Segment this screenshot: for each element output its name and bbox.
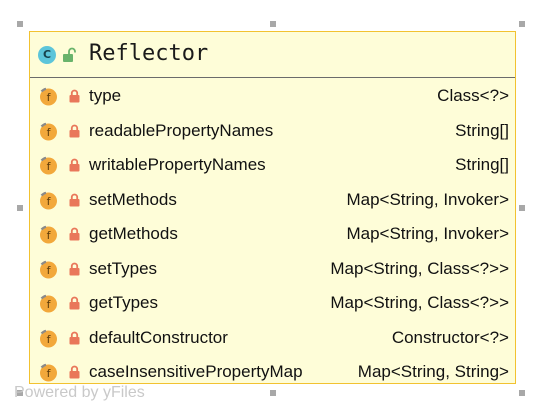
svg-text:f: f: [47, 126, 52, 139]
field-icon: f: [40, 363, 57, 382]
field-icon: f: [40, 122, 57, 141]
field-row[interactable]: f caseInsensitivePropertyMap Map<String, S…: [30, 355, 515, 389]
field-type: Map<String, String>: [357, 362, 509, 381]
resize-handle-top-left[interactable]: [17, 21, 23, 27]
class-icon: C: [38, 46, 56, 64]
svg-text:f: f: [47, 333, 52, 346]
svg-text:f: f: [47, 91, 52, 104]
svg-text:f: f: [47, 195, 52, 208]
field-type: Map<String, Invoker>: [346, 190, 509, 209]
svg-text:f: f: [47, 264, 52, 277]
field-icon: f: [40, 87, 57, 106]
field-name: setTypes: [89, 259, 158, 278]
field-name: defaultConstructor: [89, 328, 228, 347]
field-icon: f: [40, 260, 57, 279]
field-type: Constructor<?>: [391, 328, 509, 347]
field-row[interactable]: f defaultConstructor Constructor<?>: [30, 321, 515, 355]
field-name: readablePropertyNames: [89, 121, 274, 140]
lock-icon: [69, 262, 80, 276]
field-name: caseInsensitivePropertyMap: [89, 362, 303, 381]
field-type: Map<String, Invoker>: [346, 224, 509, 243]
header-divider: [30, 77, 515, 78]
lock-icon: [69, 365, 80, 379]
field-type: Map<String, Class<?>>: [330, 259, 509, 278]
field-row[interactable]: f type Class<?>: [30, 79, 515, 113]
svg-text:f: f: [47, 160, 52, 173]
field-name: writablePropertyNames: [89, 155, 266, 174]
field-icon: f: [40, 329, 57, 348]
resize-handle-top-right[interactable]: [519, 21, 525, 27]
field-icon: f: [40, 294, 57, 313]
field-row[interactable]: f setMethods Map<String, Invoker>: [30, 183, 515, 217]
lock-icon: [69, 227, 80, 241]
svg-text:f: f: [47, 229, 52, 242]
field-row[interactable]: f readablePropertyNames String[]: [30, 114, 515, 148]
field-row[interactable]: f setTypes Map<String, Class<?>>: [30, 252, 515, 286]
lock-icon: [69, 89, 80, 103]
lock-icon: [69, 124, 80, 138]
field-type: Class<?>: [437, 86, 509, 105]
svg-text:f: f: [47, 298, 52, 311]
class-header: C Reflector: [30, 32, 515, 76]
field-row[interactable]: f writablePropertyNames String[]: [30, 148, 515, 182]
field-icon: f: [40, 225, 57, 244]
resize-handle-middle-left[interactable]: [17, 205, 23, 211]
field-name: type: [89, 86, 122, 105]
field-type: String[]: [455, 121, 509, 140]
field-row[interactable]: f getTypes Map<String, Class<?>>: [30, 286, 515, 320]
field-row[interactable]: f getMethods Map<String, Invoker>: [30, 217, 515, 251]
lock-icon: [69, 296, 80, 310]
resize-handle-bottom-center[interactable]: [270, 390, 276, 396]
field-name: getMethods: [89, 224, 178, 243]
lock-icon: [69, 158, 80, 172]
watermark: Powered by yFiles: [14, 384, 145, 401]
resize-handle-bottom-right[interactable]: [519, 390, 525, 396]
field-icon: f: [40, 191, 57, 210]
unlock-icon: [63, 47, 76, 62]
field-name: getTypes: [89, 293, 158, 312]
resize-handle-middle-right[interactable]: [519, 205, 525, 211]
class-name: Reflector: [89, 41, 209, 66]
lock-icon: [69, 193, 80, 207]
lock-icon: [69, 331, 80, 345]
class-node-reflector[interactable]: C Reflector f type Class<?> f readableProper…: [29, 31, 516, 384]
field-type: Map<String, Class<?>>: [330, 293, 509, 312]
svg-text:f: f: [47, 367, 52, 380]
field-icon: f: [40, 156, 57, 175]
field-name: setMethods: [89, 190, 177, 209]
field-type: String[]: [455, 155, 509, 174]
resize-handle-top-center[interactable]: [270, 21, 276, 27]
resize-handle-bottom-left[interactable]: [17, 390, 23, 396]
